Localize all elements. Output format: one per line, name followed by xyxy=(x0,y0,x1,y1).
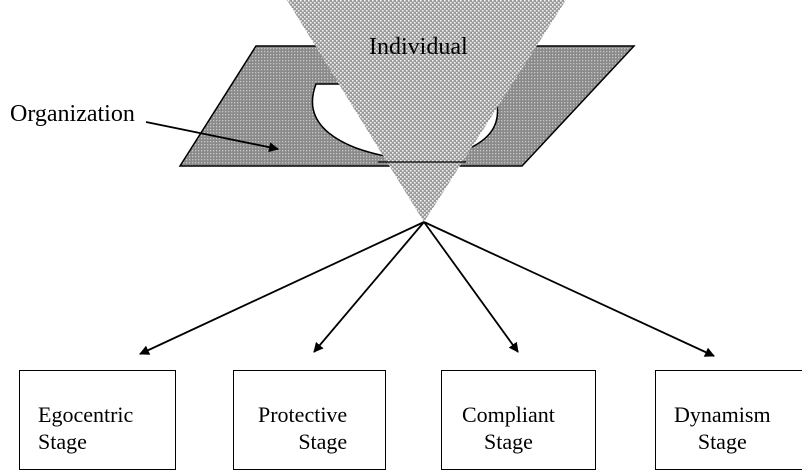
stage-box-dynamism: Dynamism Stage xyxy=(655,370,802,470)
stage-label-line2: Stage xyxy=(697,429,747,454)
organization-label: Organization xyxy=(10,101,135,127)
stage-label-line1: Dynamism xyxy=(674,402,771,427)
individual-label: Individual xyxy=(369,34,468,60)
stage-label-line2: Stage xyxy=(484,429,533,454)
stage-label-line1: Protective xyxy=(258,402,348,427)
stage-label-line2: Stage xyxy=(38,429,87,454)
arrow-to-egocentric xyxy=(139,221,425,355)
stage-box-protective: Protective Stage xyxy=(233,370,386,470)
organization-pointer-arrow xyxy=(145,121,279,153)
stage-box-egocentric: Egocentric Stage xyxy=(19,370,176,470)
arrow-to-protective xyxy=(313,221,425,353)
individual-triangle xyxy=(287,0,566,222)
arrow-to-dynamism xyxy=(423,221,715,357)
stage-box-compliant: Compliant Stage xyxy=(441,370,596,470)
stage-label-line2: Stage xyxy=(298,429,348,454)
stage-label-line1: Egocentric xyxy=(38,402,134,427)
arrow-to-compliant xyxy=(423,221,519,353)
stage-label-line1: Compliant xyxy=(462,402,555,427)
